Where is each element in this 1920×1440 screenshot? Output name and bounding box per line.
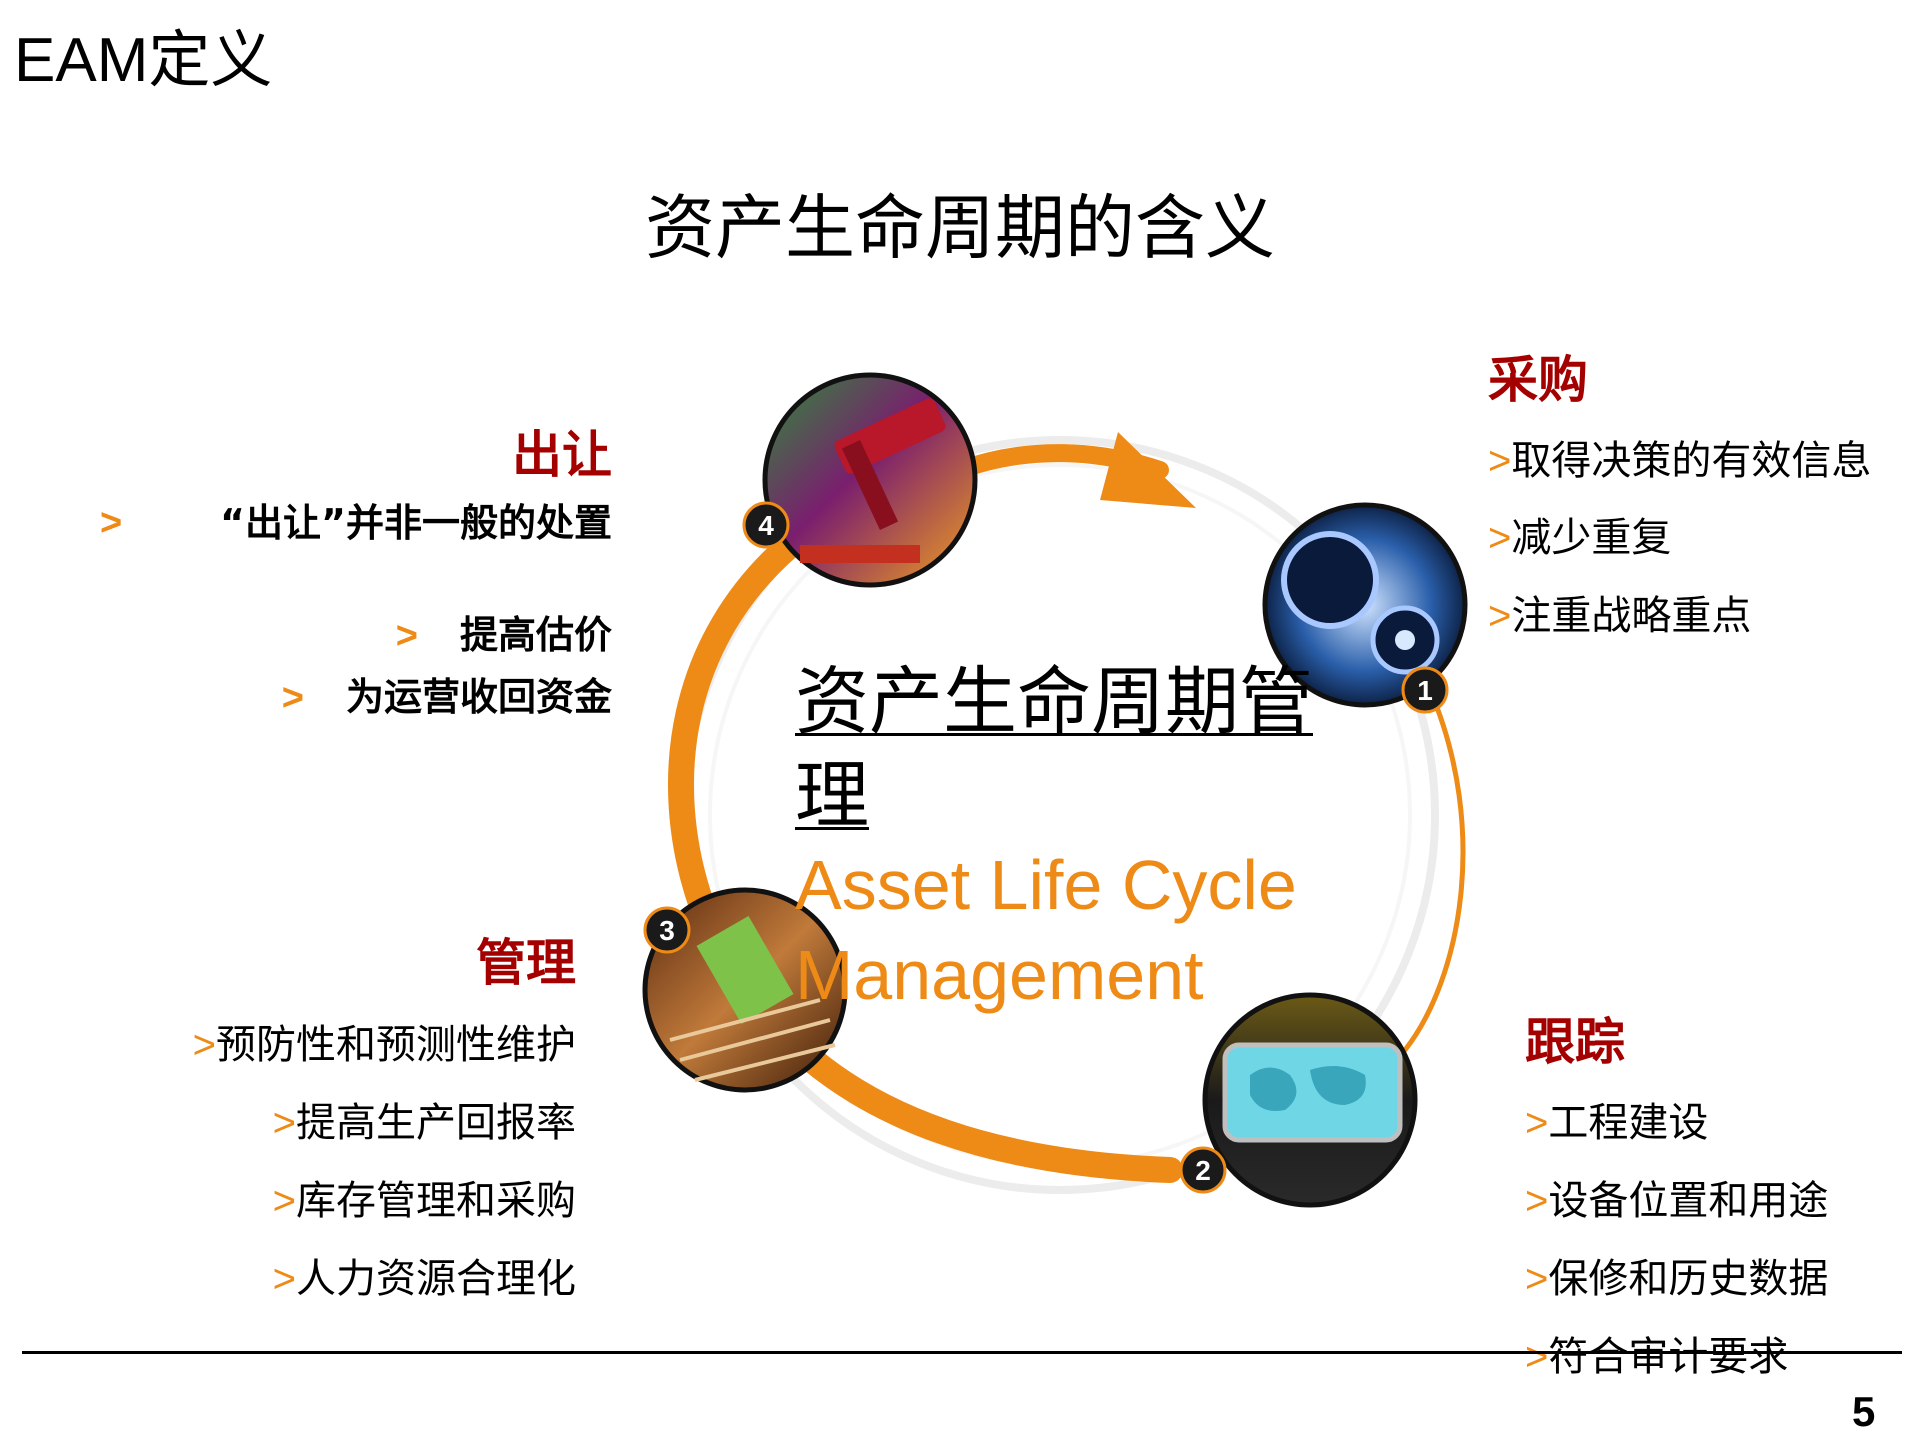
tracking-item-text: 工程建设	[1548, 1100, 1709, 1146]
bullet-marker: >	[281, 677, 304, 719]
cycle-arrow-right	[1402, 687, 1466, 1053]
page-number: 5	[1852, 1388, 1876, 1435]
bullet-marker: >	[1488, 439, 1512, 483]
management-item-text: 人力资源合理化	[296, 1256, 576, 1302]
center-title-en: Asset Life Cycle Management	[795, 840, 1355, 1020]
slide-title: EAM定义	[14, 26, 273, 95]
tracking-item-3: >保修和历史数据	[1525, 1256, 1828, 1302]
management-item-text: 预防性和预测性维护	[216, 1022, 576, 1068]
procurement-item-3: >注重战略重点	[1488, 593, 1751, 639]
bullet-marker: >	[1525, 1101, 1549, 1145]
badge-2-label: 2	[1195, 1155, 1211, 1186]
center-title-cn: 资产生命周期管理	[795, 659, 1313, 839]
procurement-item-text: 减少重复	[1511, 515, 1672, 561]
management-item-text: 库存管理和采购	[296, 1178, 576, 1224]
disposal-item-text: 为运营收回资金	[345, 675, 612, 719]
lifecycle-diagram: 4 1 2 3	[642, 372, 1468, 1208]
bullet-marker: >	[192, 1023, 216, 1067]
tracking-item-text: 保修和历史数据	[1548, 1256, 1829, 1302]
bullet-marker: >	[395, 615, 418, 657]
footer-divider	[22, 1351, 1902, 1354]
slide-subtitle: 资产生命周期的含义	[645, 187, 1275, 269]
procurement-item-text: 注重战略重点	[1511, 593, 1752, 639]
bullet-marker: >	[272, 1257, 296, 1301]
badge-1-label: 1	[1417, 675, 1433, 706]
center-title-en-text: Asset Life Cycle Management	[795, 846, 1297, 1014]
bullet-marker: >	[1525, 1335, 1549, 1379]
procurement-item-1: >取得决策的有效信息	[1488, 438, 1871, 484]
tracking-item-1: >工程建设	[1525, 1100, 1708, 1146]
management-item-4: >人力资源合理化	[100, 1256, 576, 1302]
badge-3: 3	[643, 906, 691, 954]
bullet-marker: >	[272, 1179, 296, 1223]
management-item-2: >提高生产回报率	[100, 1100, 576, 1146]
procurement-heading: 采购	[1488, 351, 1588, 409]
procurement-item-2: >减少重复	[1488, 515, 1671, 561]
disposal-item-text: “出让”并非一般的处置	[220, 501, 612, 545]
tracking-heading: 跟踪	[1525, 1013, 1625, 1071]
tracking-item-text: 设备位置和用途	[1548, 1178, 1829, 1224]
bullet-marker: >	[1525, 1257, 1549, 1301]
disposal-item-3: > 为运营收回资金	[230, 674, 612, 721]
management-item-text: 提高生产回报率	[296, 1100, 576, 1146]
tracking-item-2: >设备位置和用途	[1525, 1178, 1828, 1224]
bullet-marker: >	[1488, 594, 1512, 638]
bullet-marker: >	[1488, 516, 1512, 560]
bullet-marker: >	[100, 502, 123, 544]
disposal-item-text: 提高估价	[459, 613, 612, 657]
management-heading: 管理	[476, 934, 576, 992]
bullet-marker: >	[272, 1101, 296, 1145]
badge-4-label: 4	[758, 510, 774, 541]
badge-3-label: 3	[659, 915, 675, 946]
tracking-item-4: >符合审计要求	[1525, 1334, 1788, 1380]
badge-2: 2	[1179, 1146, 1227, 1194]
disposal-item-1: > “出让”并非一般的处置	[100, 500, 612, 546]
badge-4: 4	[742, 501, 790, 549]
arrowhead-icon	[1100, 432, 1196, 508]
tracking-item-text: 符合审计要求	[1548, 1334, 1789, 1380]
badge-1: 1	[1401, 666, 1449, 714]
disposal-heading: 出让	[512, 426, 612, 484]
disposal-item-2: > 提高估价	[360, 612, 612, 659]
management-item-1: >预防性和预测性维护	[100, 1022, 576, 1068]
bullet-marker: >	[1525, 1179, 1549, 1223]
management-item-3: >库存管理和采购	[100, 1178, 576, 1224]
procurement-item-text: 取得决策的有效信息	[1511, 438, 1872, 484]
